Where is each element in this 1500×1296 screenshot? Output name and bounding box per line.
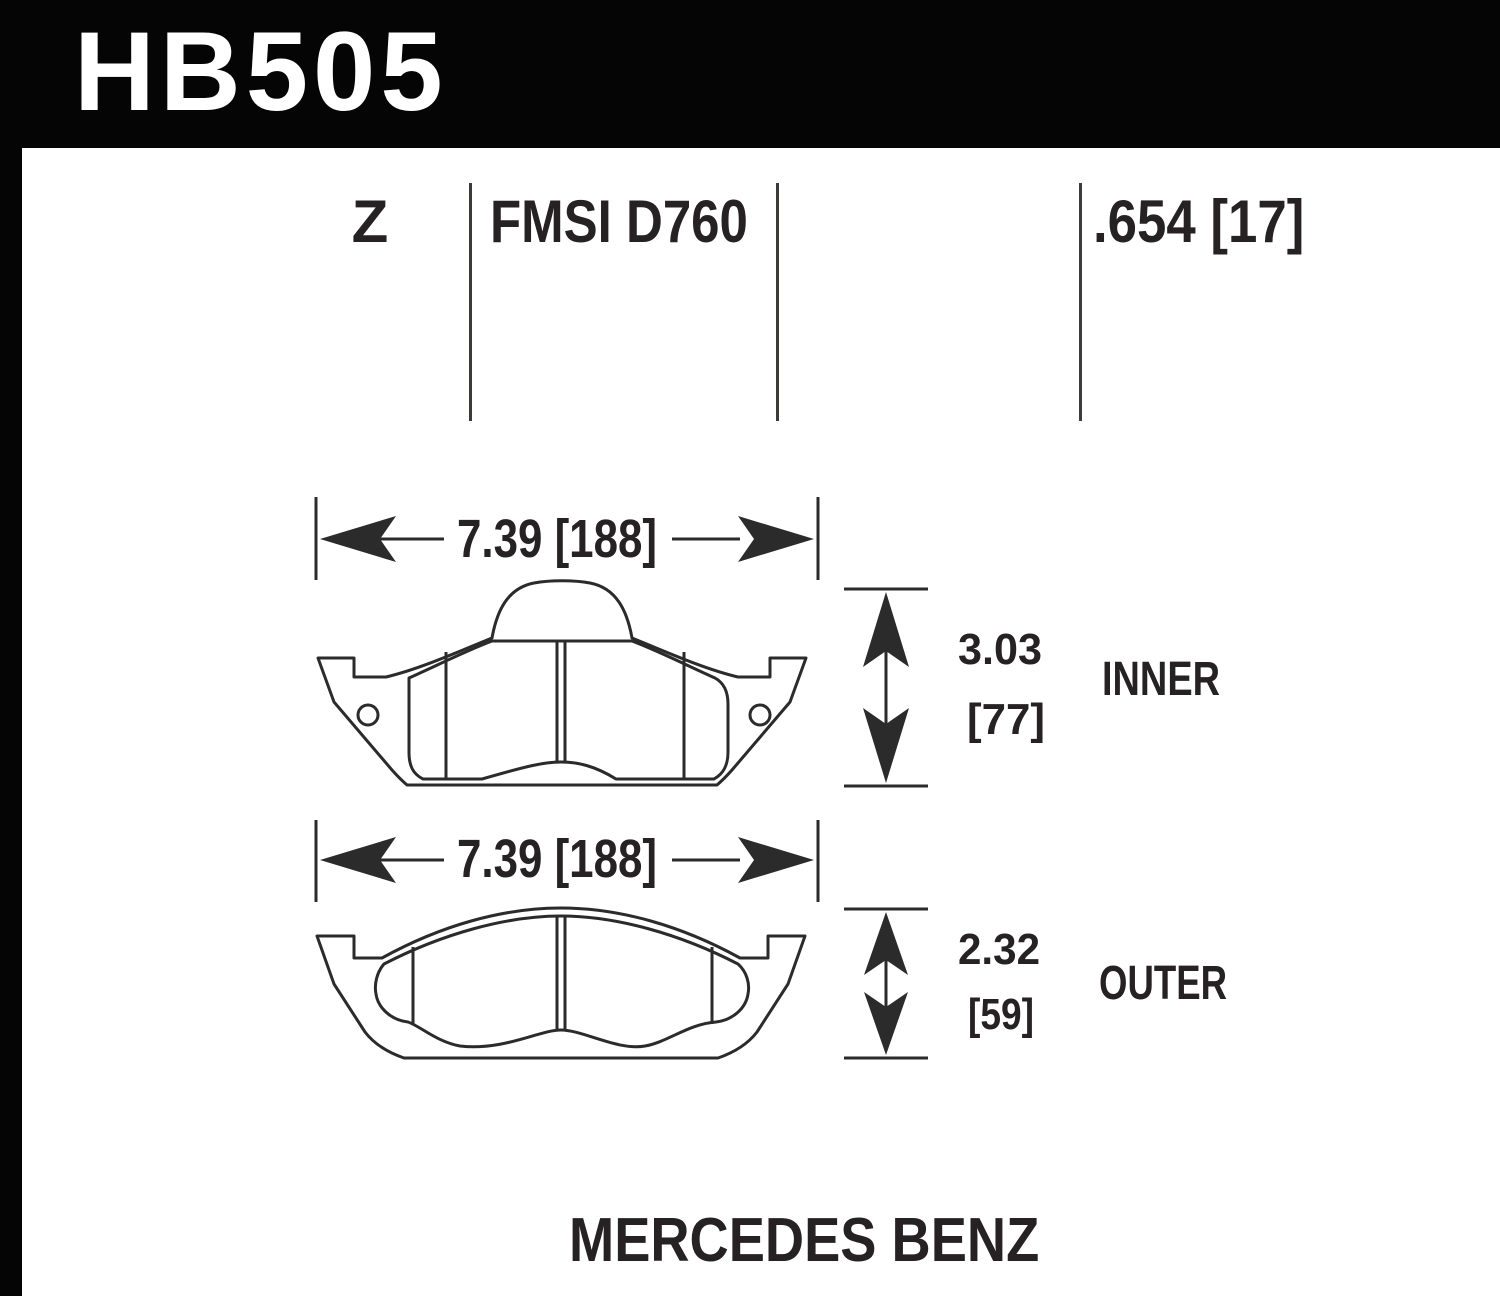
inner-height-in-label: 3.03 (958, 625, 1042, 674)
vehicle-make: MERCEDES BENZ (569, 1206, 1040, 1275)
mounting-hole-icon (356, 703, 380, 727)
outer-height-in-label: 2.32 (958, 925, 1040, 974)
compound-code: Z (351, 188, 389, 255)
outer-pad-drawing (315, 906, 807, 1060)
inner-height-dimension: 3.03 [77] INNER (844, 587, 1220, 788)
arrow-left-icon (320, 837, 396, 883)
arrow-right-icon (738, 837, 814, 883)
fmsi-code: FMSI D760 (490, 188, 748, 255)
arrow-up-icon (863, 592, 909, 667)
outer-width-dimension: 7.39 [188] (314, 820, 820, 902)
pad-thickness: .654 [17] (1093, 188, 1305, 255)
page-edge-strip (0, 0, 22, 1296)
arrow-down-icon (863, 708, 909, 783)
arrow-left-icon (320, 516, 396, 562)
arrow-down-icon (864, 992, 908, 1055)
outer-view-label: OUTER (1099, 957, 1227, 1010)
mounting-hole-icon (748, 703, 772, 727)
inner-width-dimension: 7.39 [188] (314, 497, 820, 580)
outer-height-mm-label: [59] (968, 990, 1034, 1039)
arrow-right-icon (738, 516, 814, 562)
arrow-up-icon (864, 912, 908, 975)
outer-width-label: 7.39 [188] (457, 829, 657, 889)
part-number: HB505 (74, 9, 448, 134)
header-divider (776, 183, 779, 421)
header-divider (1079, 183, 1082, 421)
inner-height-mm-label: [77] (967, 695, 1045, 744)
header-bar (0, 0, 1500, 148)
inner-view-label: INNER (1102, 653, 1220, 706)
inner-width-label: 7.39 [188] (457, 509, 657, 569)
outer-height-dimension: 2.32 [59] OUTER (844, 907, 1227, 1060)
header-divider (469, 183, 472, 421)
inner-pad-drawing (316, 579, 808, 787)
